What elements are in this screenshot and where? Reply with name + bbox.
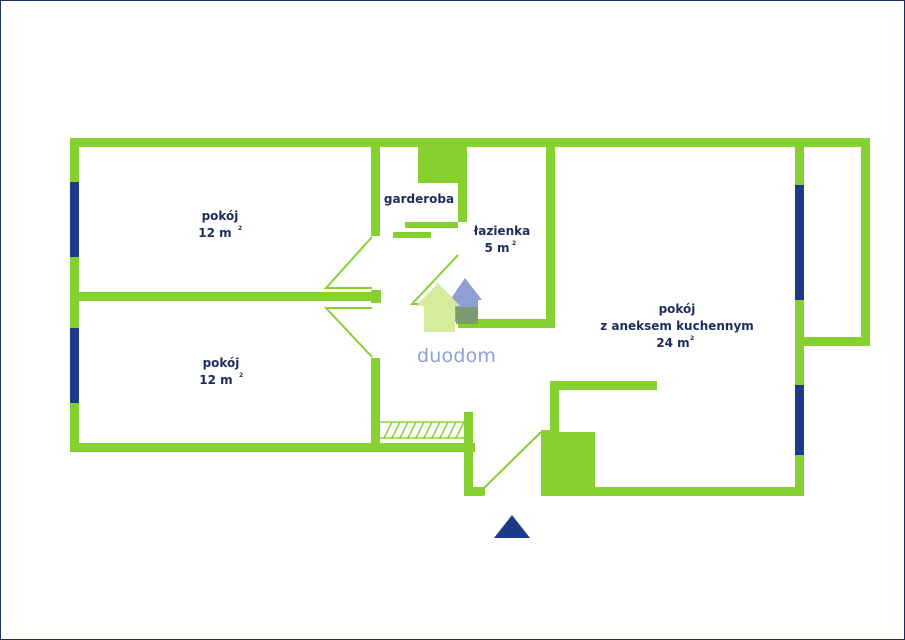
bathroom-area-unit: 2 <box>512 240 516 247</box>
wall-divider-left-rooms <box>70 292 375 301</box>
window-room1 <box>70 182 79 257</box>
door-room2 <box>323 307 373 358</box>
wall-balcony-right <box>861 138 870 346</box>
wall-kitchen-top <box>550 381 657 390</box>
wall-top <box>70 138 870 147</box>
room2-area-unit: 2 <box>239 372 243 379</box>
room1-area-unit: 2 <box>238 225 242 232</box>
living-area: 24 m <box>656 336 689 350</box>
closet-name: garderoba <box>384 192 454 206</box>
bathroom-area: 5 m <box>484 241 509 255</box>
window-living-lower <box>795 385 804 455</box>
living-subtitle: z aneksem kuchennym <box>600 319 754 333</box>
wall-hall-upper <box>371 138 380 236</box>
wall-entrance-bottom-left <box>464 487 484 496</box>
room2-area: 12 m <box>199 373 232 387</box>
wall-entrance-left <box>464 412 473 496</box>
windows <box>70 182 804 455</box>
window-living-upper <box>795 185 804 300</box>
closet-shelf-top <box>405 222 458 228</box>
walls <box>70 138 870 496</box>
hatched-area <box>380 421 465 439</box>
wall-living-bottom <box>543 487 804 496</box>
wall-divider-stub <box>371 290 381 303</box>
wall-balcony-bottom <box>795 337 870 346</box>
wall-entrance-right <box>541 430 550 496</box>
ventilation-shaft <box>418 138 462 183</box>
wall-bottom-left <box>70 443 475 452</box>
wall-bathroom-right <box>546 138 555 328</box>
house-logo-icon <box>416 278 482 332</box>
living-name: pokój <box>659 302 696 316</box>
entrance-arrow-icon <box>494 515 530 538</box>
room2-name: pokój <box>203 356 240 370</box>
kitchen-counter <box>550 432 595 496</box>
window-room2 <box>70 328 79 403</box>
wall-hall-lower <box>371 358 380 452</box>
wall-bathroom-bottom <box>458 319 555 328</box>
door-entrance <box>483 431 542 495</box>
closet-shelf-bottom <box>393 232 431 238</box>
wall-bathroom-left <box>458 138 467 222</box>
living-area-unit: 2 <box>690 335 694 342</box>
wall-living-right <box>795 138 804 496</box>
room1-area: 12 m <box>198 226 231 240</box>
logo-text: duodom <box>417 345 496 367</box>
room1-name: pokój <box>202 209 239 223</box>
door-room1 <box>323 236 373 289</box>
bathroom-name: łazienka <box>473 224 530 238</box>
